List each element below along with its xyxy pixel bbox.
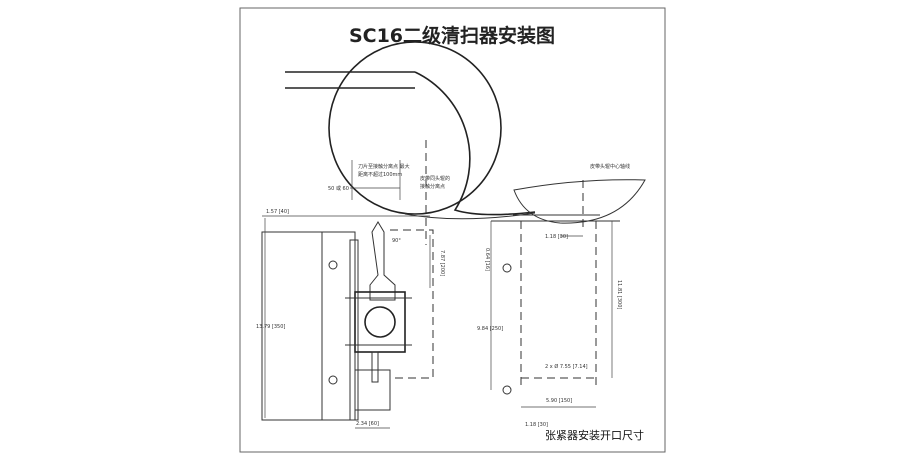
dim-1-18-bottom: 1.18 [30] <box>525 422 548 428</box>
dim-2-34: 2.34 [60] <box>356 421 379 427</box>
pulley-section <box>490 179 646 395</box>
note-belt-contact: 皮带同头辊的 <box>420 175 450 182</box>
dim-11-81: 11.81 [300] <box>616 280 622 309</box>
dim-1-57: 1.57 [40] <box>266 209 289 215</box>
dim-5-90: 5.90 [150] <box>546 398 572 404</box>
note-belt-contact-2: 接触分离点 <box>420 183 445 190</box>
drawing-frame <box>239 7 666 453</box>
dim-13-79: 13.79 [350] <box>256 324 285 330</box>
dim-9-84: 9.84 [250] <box>477 326 503 332</box>
dim-1-18-top: 1.18 [30] <box>545 234 568 240</box>
angle-label: 90° <box>392 238 401 244</box>
dim-50-60: 50 或 60 <box>328 185 349 192</box>
drawing-title: SC16二级清扫器安装图 <box>349 24 555 47</box>
dim-0-64: 0.64 [16] <box>484 248 490 271</box>
drawing-caption: 张紧器安装开口尺寸 <box>545 428 644 442</box>
cleaner-assembly <box>261 221 434 421</box>
note-blade-distance-2: 距离不超过100mm <box>358 171 402 178</box>
head-pulley-and-belt <box>285 41 536 245</box>
note-center-line: 皮带头辊中心轴线 <box>590 163 630 170</box>
dim-holes: 2 x Ø 7.55 [7.14] <box>545 363 588 370</box>
note-blade-distance: 刀片至接触分离点 最大 <box>358 163 410 170</box>
dimension-lines <box>262 160 596 429</box>
dim-7-87: 7.87 [200] <box>439 250 445 276</box>
